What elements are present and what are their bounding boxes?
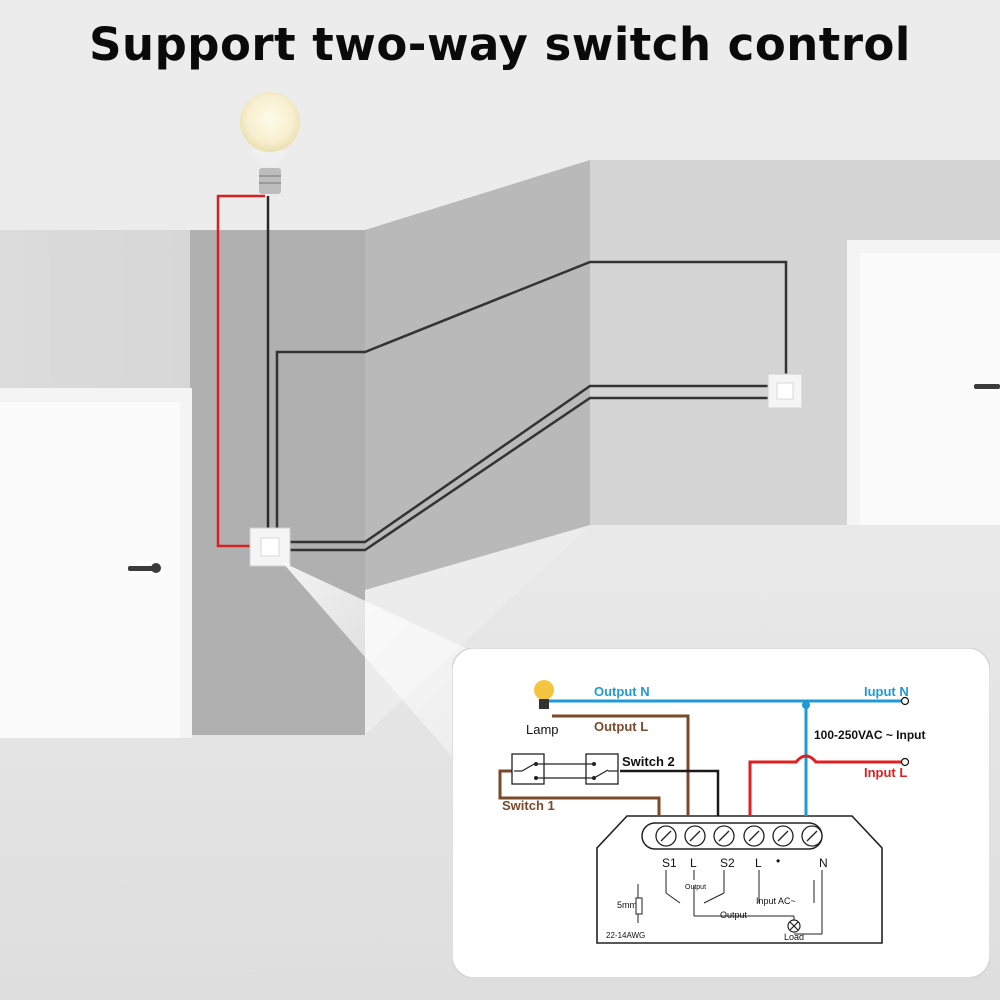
output-n-label: Output N	[594, 684, 650, 699]
left-door-handle	[128, 566, 158, 571]
wall-switch-1-rocker	[260, 537, 280, 557]
switch-1-wire	[498, 769, 661, 816]
module-output-small-label: Output	[685, 884, 706, 891]
wall-switch-2-rocker	[776, 382, 794, 400]
terminal-screw-slot	[718, 830, 730, 842]
switch-1-box	[511, 753, 545, 785]
terminal-screws	[655, 825, 823, 847]
lamp-base-icon	[539, 699, 549, 709]
bulb-neck	[252, 150, 288, 166]
terminal-screw-slot	[660, 830, 672, 842]
terminal-screw-slot	[689, 830, 701, 842]
switch-2-box	[585, 753, 619, 785]
neutral-junction	[802, 701, 810, 709]
lower-cable-a	[290, 384, 770, 544]
terminal-screw-slot	[748, 830, 760, 842]
input-l-terminal	[900, 757, 910, 767]
module-internal-wiring	[665, 870, 823, 935]
switch-contacts	[514, 762, 618, 779]
output-l-wire	[552, 714, 690, 816]
corridor-wall	[365, 160, 590, 590]
input-l-label: Input L	[864, 765, 907, 780]
terminal-label-s2: S2	[720, 856, 735, 870]
voltage-label: 100-250VAC ~ Input	[814, 728, 925, 742]
callout-beam	[282, 562, 470, 760]
terminal-label-l1: L	[690, 856, 697, 870]
terminal-screw-slot	[806, 830, 818, 842]
terminal-label-dot: •	[776, 854, 780, 868]
strip-length-label: 5mm	[617, 900, 637, 910]
wiring-diagram-panel: S1 L S2 L • N Output Input AC~ Output	[452, 648, 990, 978]
wire-strip-marker	[635, 897, 643, 915]
module-load-label: Load	[784, 932, 804, 942]
terminal-label-l2: L	[755, 856, 762, 870]
lower-cable-b	[290, 396, 770, 552]
lamp-red-wire	[216, 194, 265, 548]
switch-1-label: Switch 1	[502, 798, 555, 813]
switch-2-label: Switch 2	[622, 754, 675, 769]
bulb-base	[259, 168, 281, 194]
terminal-label-n: N	[819, 856, 828, 870]
lamp-label: Lamp	[526, 722, 559, 737]
output-l-label: Output L	[594, 719, 648, 734]
input-n-terminal	[900, 696, 910, 706]
input-n-label: Iuput N	[864, 684, 909, 699]
lamp-bulb-icon	[534, 680, 554, 700]
input-l-wire	[748, 754, 902, 816]
module-output-label: Output	[720, 910, 748, 920]
upper-cable	[275, 260, 788, 530]
wire-gauge-label: 22-14AWG	[606, 931, 645, 940]
module-input-ac-label: Input AC~	[756, 896, 796, 906]
page-title: Support two-way switch control	[89, 18, 911, 71]
terminal-label-s1: S1	[662, 856, 677, 870]
terminal-screw-slot	[777, 830, 789, 842]
bulb-glass	[240, 92, 300, 152]
left-door-handle-knob	[151, 563, 161, 573]
switch-2-wire	[620, 769, 720, 816]
right-door-handle	[974, 384, 1000, 389]
